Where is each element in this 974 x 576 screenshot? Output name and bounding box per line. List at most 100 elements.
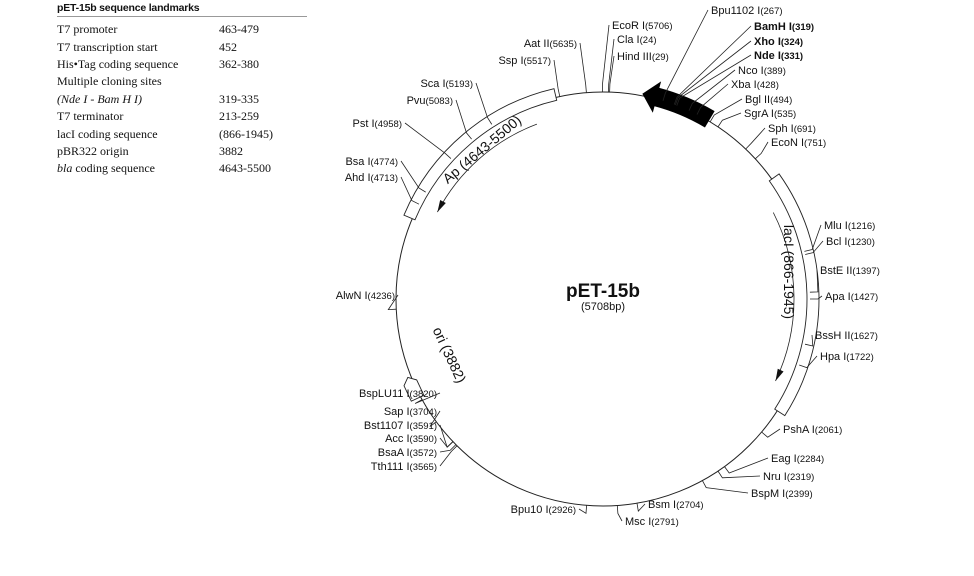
site-position: (5083) [426, 96, 453, 107]
landmark-value: 4643-5500 [219, 161, 271, 176]
site-leader [636, 503, 646, 512]
site-name: Msc I [625, 516, 651, 528]
site-leader [709, 98, 743, 123]
plasmid-size: (5708bp) [581, 301, 625, 313]
site-name: Apa I [825, 291, 851, 303]
site-position: (2284) [797, 454, 824, 465]
site-leader [673, 25, 752, 105]
site-position: (3820) [410, 389, 437, 400]
site-name: Nde I [754, 50, 781, 62]
site-position: (3572) [410, 448, 437, 459]
site-name: Nco I [738, 65, 764, 77]
landmark-label: bla coding sequence [57, 161, 155, 176]
laci-arrowhead [775, 368, 784, 381]
landmark-value: 463-479 [219, 22, 259, 37]
site-label: EcoN I(751) [771, 137, 826, 149]
site-position: (324) [781, 37, 803, 48]
site-label: Cla I(24) [617, 34, 657, 46]
landmark-value: 319-335 [219, 91, 259, 106]
site-leader [717, 470, 761, 479]
site-position: (3590) [410, 434, 437, 445]
site-label: Nru I(2319) [763, 471, 814, 483]
site-label: Xba I(428) [731, 79, 779, 91]
site-position: (2399) [785, 489, 812, 500]
site-label: BspM I(2399) [751, 488, 813, 500]
site-label: Bsa I(4774) [345, 156, 398, 168]
site-position: (1216) [848, 221, 875, 232]
t7-promoter-arrow [642, 81, 715, 128]
site-label: Sph I(691) [768, 123, 816, 135]
site-name: Xba I [731, 79, 757, 91]
site-position: (1230) [847, 237, 874, 248]
site-label: Sap I(3704) [384, 406, 437, 418]
site-position: (535) [774, 109, 796, 120]
site-leader [455, 99, 472, 140]
site-leader [724, 457, 769, 474]
site-label: Hpa I(1722) [820, 351, 874, 363]
site-leader [804, 224, 822, 252]
site-leader [475, 82, 493, 125]
site-name: BsaA I [378, 447, 410, 459]
site-label: SgrA I(535) [744, 108, 796, 120]
site-position: (267) [760, 6, 782, 17]
feature-shapes [403, 81, 820, 417]
site-position: (2061) [815, 425, 842, 436]
site-name: BspLU11 I [359, 388, 410, 400]
site-label: Nde I(331) [754, 50, 803, 62]
site-position: (428) [757, 80, 779, 91]
site-name: Hpa I [820, 351, 846, 363]
site-leader [717, 112, 742, 128]
site-label: Apa I(1427) [825, 291, 878, 303]
site-position: (24) [640, 35, 657, 46]
site-leader [439, 444, 457, 453]
site-name: SgrA I [744, 108, 774, 120]
landmark-value: 3882 [219, 143, 243, 158]
site-position: (5635) [550, 39, 577, 50]
landmark-value: 452 [219, 39, 237, 54]
site-position: (1627) [850, 331, 877, 342]
restriction-sites: EcoR I(5706)Cla I(24)Hind III(29)Bpu1102… [336, 5, 880, 528]
site-name: Ssp I [498, 55, 523, 67]
landmark-value: 362-380 [219, 56, 259, 71]
site-position: (1722) [846, 352, 873, 363]
site-position: (331) [781, 51, 803, 62]
ap-direction-arrow [437, 123, 538, 213]
site-position: (29) [652, 52, 669, 63]
site-leader [745, 127, 766, 150]
site-name: Pvu [407, 95, 426, 107]
site-label: PshA I(2061) [783, 424, 842, 436]
site-position: (4958) [375, 119, 402, 130]
site-leader [602, 24, 610, 92]
site-label: Nco I(389) [738, 65, 786, 77]
landmark-row: (Nde I - Bam H I)319-335 [57, 91, 299, 108]
site-position: (3591) [410, 421, 437, 432]
site-leader [805, 240, 824, 255]
site-leader [810, 295, 823, 300]
landmark-row: bla coding sequence 4643-5500 [57, 160, 299, 177]
site-position: (691) [794, 124, 816, 135]
site-leader [400, 176, 420, 205]
laci-direction-arrow [772, 212, 795, 382]
site-label: BamH I(319) [754, 21, 814, 33]
site-label: BsaA I(3572) [378, 447, 437, 459]
site-position: (1397) [852, 266, 879, 277]
site-name: Bcl I [826, 236, 847, 248]
site-position: (4774) [371, 157, 398, 168]
site-label: Bpu1102 I(267) [711, 5, 783, 17]
site-position: (2791) [651, 517, 678, 528]
site-name: Sph I [768, 123, 794, 135]
site-name: Cla I [617, 34, 640, 46]
site-name: AlwN I [336, 290, 368, 302]
site-name: Bst1107 I [364, 420, 410, 432]
site-leader [616, 505, 623, 522]
site-label: Xho I(324) [754, 36, 803, 48]
site-leader [404, 122, 452, 159]
site-name: Xho I [754, 36, 781, 48]
site-label: Bgl II(494) [745, 94, 792, 106]
site-leader [579, 42, 587, 93]
landmark-row: Multiple cloning sites [57, 73, 299, 90]
